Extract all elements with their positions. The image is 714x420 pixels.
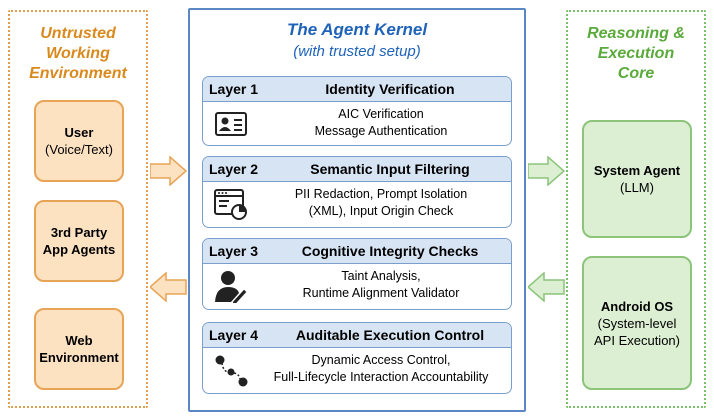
description-line: Dynamic Access Control, — [311, 353, 451, 367]
android-os-box: Android OS (System-level API Execution) — [582, 256, 692, 390]
layer-4-auditable-execution-control: Layer 4 Auditable Execution Control Dyna… — [202, 322, 512, 394]
description-line: Runtime Alignment Validator — [302, 286, 460, 300]
third-party-agents-box: 3rd Party App Agents — [34, 200, 124, 282]
system-agent-title: System Agent — [593, 163, 681, 178]
layer-number: Layer 4 — [209, 327, 259, 343]
layer-name: Cognitive Integrity Checks — [301, 243, 479, 259]
layer-description: Dynamic Access Control, Full-Lifecycle I… — [255, 352, 507, 386]
layer-name: Identity Verification — [325, 81, 455, 97]
untrusted-environment-title: Untrusted Working Environment — [10, 24, 146, 84]
untrusted-environment-panel: Untrusted Working Environment User (Voic… — [8, 10, 148, 408]
layer-number: Layer 2 — [209, 161, 259, 177]
layer-number: Layer 3 — [209, 243, 259, 259]
layer-number: Layer 1 — [209, 81, 259, 97]
filter-window-icon — [214, 189, 247, 220]
layer-description: Taint Analysis, Runtime Alignment Valida… — [255, 268, 507, 302]
title-line: Execution — [597, 45, 675, 62]
web-subtitle: Environment — [39, 350, 119, 365]
description-line: Message Authentication — [314, 124, 448, 138]
system-agent-box: System Agent (LLM) — [582, 120, 692, 238]
description-line: Full-Lifecycle Interaction Accountabilit… — [273, 370, 489, 384]
layer-2-semantic-input-filtering: Layer 2 Semantic Input Filtering PII Red… — [202, 156, 512, 228]
description-line: PII Redaction, Prompt Isolation — [294, 187, 468, 201]
user-box-subtitle: (Voice/Text) — [45, 142, 113, 157]
layer-header: Layer 3 Cognitive Integrity Checks — [203, 239, 511, 264]
layer-name: Semantic Input Filtering — [310, 161, 470, 177]
user-box: User (Voice/Text) — [34, 100, 124, 182]
user-edit-icon — [215, 271, 248, 303]
system-agent-subtitle: (LLM) — [620, 180, 654, 195]
layer-description: PII Redaction, Prompt Isolation (XML), I… — [255, 186, 507, 220]
flow-nodes-icon — [215, 355, 248, 387]
third-party-title: 3rd Party — [50, 225, 108, 240]
third-party-subtitle: App Agents — [42, 242, 116, 257]
user-box-title: User — [64, 125, 94, 140]
kernel-subtitle: (with trusted setup) — [293, 43, 421, 60]
arrow-right-into-kernel — [150, 156, 188, 186]
layer-3-cognitive-integrity-checks: Layer 3 Cognitive Integrity Checks Taint… — [202, 238, 512, 310]
android-os-title: Android OS — [600, 298, 674, 314]
layer-header: Layer 1 Identity Verification — [203, 77, 511, 102]
kernel-title: The Agent Kernel — [286, 20, 428, 39]
android-os-subtitle: (System-level — [597, 315, 677, 331]
description-line: Taint Analysis, — [341, 269, 421, 283]
web-title: Web — [65, 333, 93, 348]
agent-kernel-panel: The Agent Kernel (with trusted setup) La… — [188, 8, 526, 412]
web-environment-box: Web Environment — [34, 308, 124, 390]
arrow-right-to-core — [528, 156, 566, 186]
reasoning-execution-core-panel: Reasoning & Execution Core System Agent … — [566, 10, 706, 408]
id-card-icon — [215, 112, 247, 136]
title-line: Environment — [29, 65, 127, 82]
description-line: (XML), Input Origin Check — [308, 204, 454, 218]
reasoning-core-title: Reasoning & Execution Core — [568, 24, 704, 84]
arrow-left-from-core — [528, 272, 565, 302]
layer-1-identity-verification: Layer 1 Identity Verification AIC Verifi… — [202, 76, 512, 146]
android-os-subtitle-2: API Execution) — [594, 332, 680, 348]
layer-description: AIC Verification Message Authentication — [255, 106, 507, 140]
description-line: AIC Verification — [338, 107, 424, 121]
title-line: Working — [46, 45, 110, 62]
title-line: Core — [617, 65, 655, 82]
layer-header: Layer 4 Auditable Execution Control — [203, 323, 511, 348]
title-line: Reasoning & — [587, 25, 685, 42]
layer-header: Layer 2 Semantic Input Filtering — [203, 157, 511, 182]
layer-name: Auditable Execution Control — [295, 327, 485, 343]
title-line: Untrusted — [40, 25, 116, 42]
arrow-left-out-of-kernel — [150, 272, 187, 302]
